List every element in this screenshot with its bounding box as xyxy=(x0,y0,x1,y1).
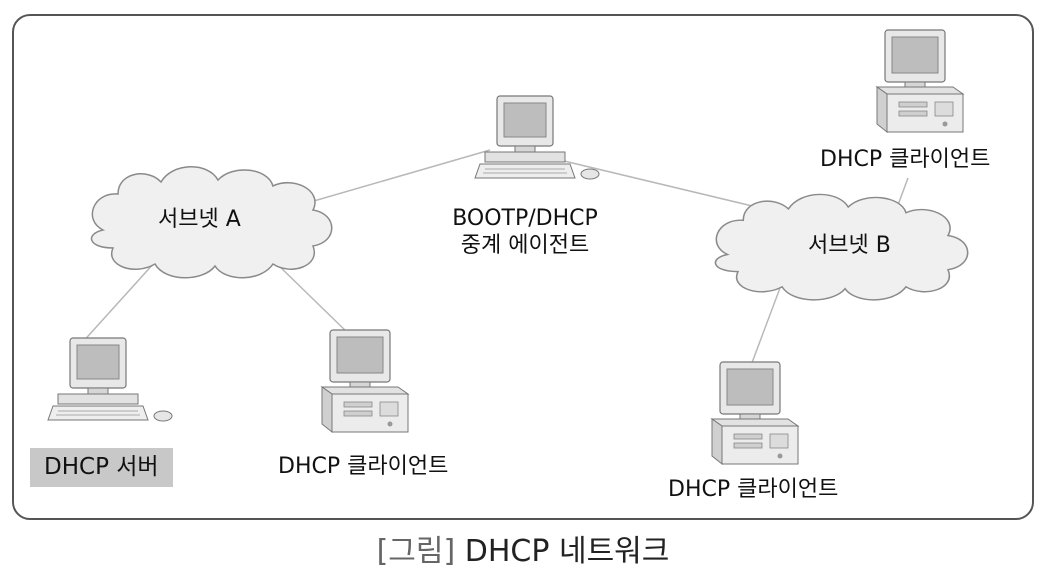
relay-agent-label: BOOTP/DHCP 중계 에이전트 xyxy=(440,205,610,259)
client-b-top-computer-icon xyxy=(876,29,964,133)
link-subnet-a-server xyxy=(79,261,156,346)
subnet-b-label: 서브넷 B xyxy=(808,233,891,258)
subnet-a-label: 서브넷 A xyxy=(158,207,241,232)
client-b-bottom-label: DHCP 클라이언트 xyxy=(668,477,839,502)
link-subnet-a-client xyxy=(274,261,351,336)
figure-caption: [그림] DHCP 네트워크 xyxy=(0,526,1046,570)
caption-text: DHCP 네트워크 xyxy=(464,534,670,569)
relay-agent-label-line2: 중계 에이전트 xyxy=(460,233,590,258)
link-subnet-b-client-bottom xyxy=(749,287,781,369)
client-a-label: DHCP 클라이언트 xyxy=(278,454,449,479)
client-b-top-label: DHCP 클라이언트 xyxy=(820,147,991,172)
dhcp-server-computer-icon xyxy=(47,337,173,422)
dhcp-server-label: DHCP 서버 xyxy=(30,448,173,487)
relay-agent-label-line1: BOOTP/DHCP xyxy=(452,206,598,231)
link-subnet-a-relay xyxy=(299,149,491,206)
client-b-bottom-computer-icon xyxy=(711,361,799,465)
caption-prefix: [그림] xyxy=(376,534,456,569)
client-a-computer-icon xyxy=(321,329,409,433)
relay-agent-computer-icon xyxy=(474,95,600,180)
